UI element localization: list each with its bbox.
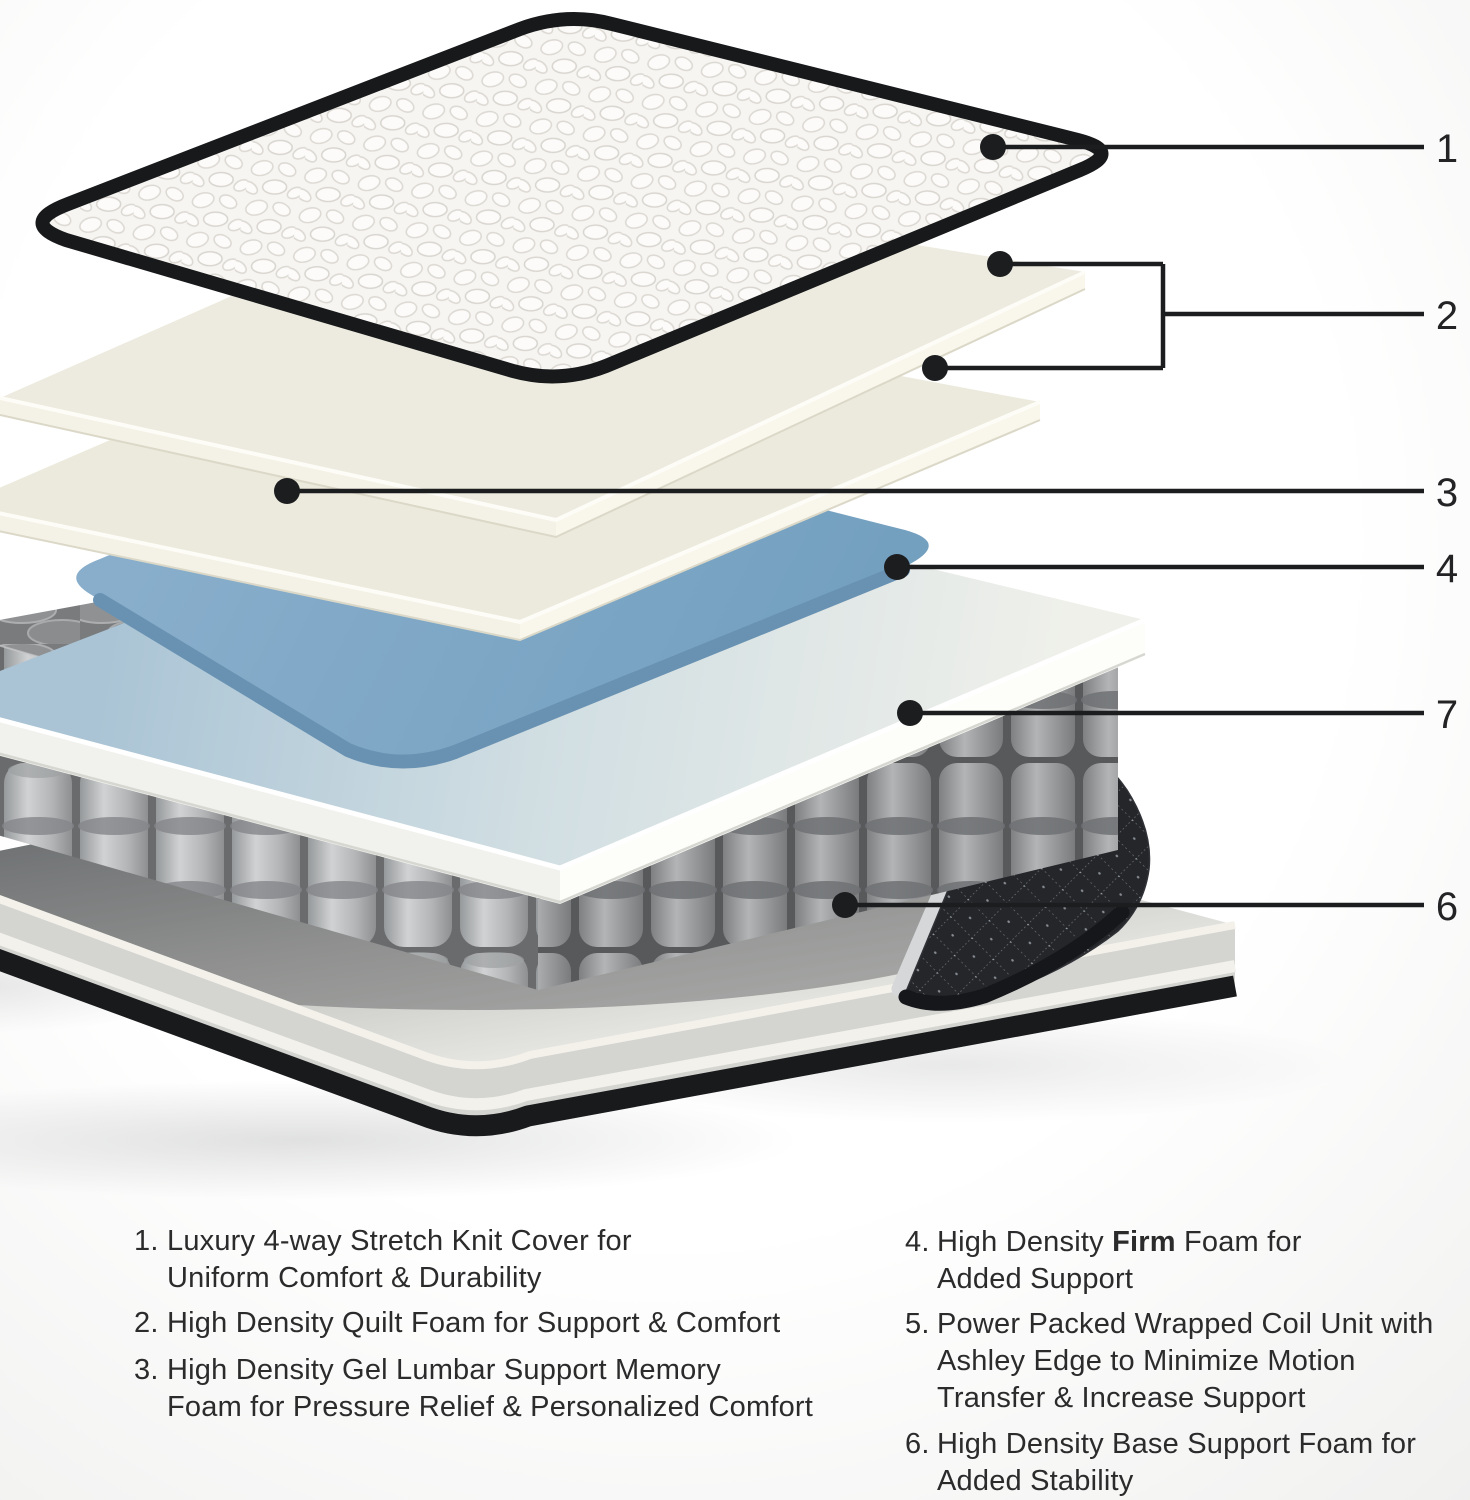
legend-item-6: 6. High Density Base Support Foam for Ad… [905,1426,1445,1500]
legend-item-1: 1. Luxury 4-way Stretch Knit Cover for U… [134,1223,854,1297]
callout-1-number: 1 [1436,127,1458,171]
legend-item-number: 1. [134,1225,159,1257]
callout-2-number: 2 [1436,294,1458,338]
callout-6-number: 6 [1436,885,1458,929]
legend-item-text: Luxury 4-way Stretch Knit Cover for Unif… [167,1225,632,1294]
callout-7-number: 7 [1436,693,1458,737]
legend-item-text: Power Packed Wrapped Coil Unit with Ashl… [937,1308,1434,1414]
cover-layer [35,12,1109,384]
callout-4-number: 4 [1436,547,1458,591]
legend-item-text: High Density Base Support Foam for Added… [937,1428,1417,1497]
callout-4-dot [884,554,910,580]
legend-item-number: 2. [134,1307,159,1339]
callout-6-dot [832,892,858,918]
callout-3-number: 3 [1436,471,1458,515]
callout-2-dot-upper [987,251,1013,277]
legend-item-number: 6. [905,1428,930,1460]
legend-item-number: 4. [905,1226,930,1258]
legend-item-4: 4. High Density Firm Foam for Added Supp… [905,1224,1445,1298]
legend-item-3: 3. High Density Gel Lumbar Support Memor… [134,1352,854,1426]
legend-item-text: High Density Quilt Foam for Support & Co… [167,1307,781,1339]
legend-item-text: High Density Gel Lumbar Support Memory F… [167,1354,814,1423]
callout-1-dot [980,134,1006,160]
legend-item-number: 5. [905,1308,930,1340]
callout-2-dot-lower [922,355,948,381]
legend-item-number: 3. [134,1354,159,1386]
quilted-cover-top [35,12,1109,384]
legend-item-text: High Density Firm Foam for Added Support [937,1226,1302,1295]
callout-7-dot [897,700,923,726]
legend-item-5: 5. Power Packed Wrapped Coil Unit with A… [905,1306,1445,1417]
callout-3-dot [274,478,300,504]
callouts: 1 2 3 4 7 6 [274,127,1458,929]
legend-item-2: 2. High Density Quilt Foam for Support &… [134,1305,854,1342]
